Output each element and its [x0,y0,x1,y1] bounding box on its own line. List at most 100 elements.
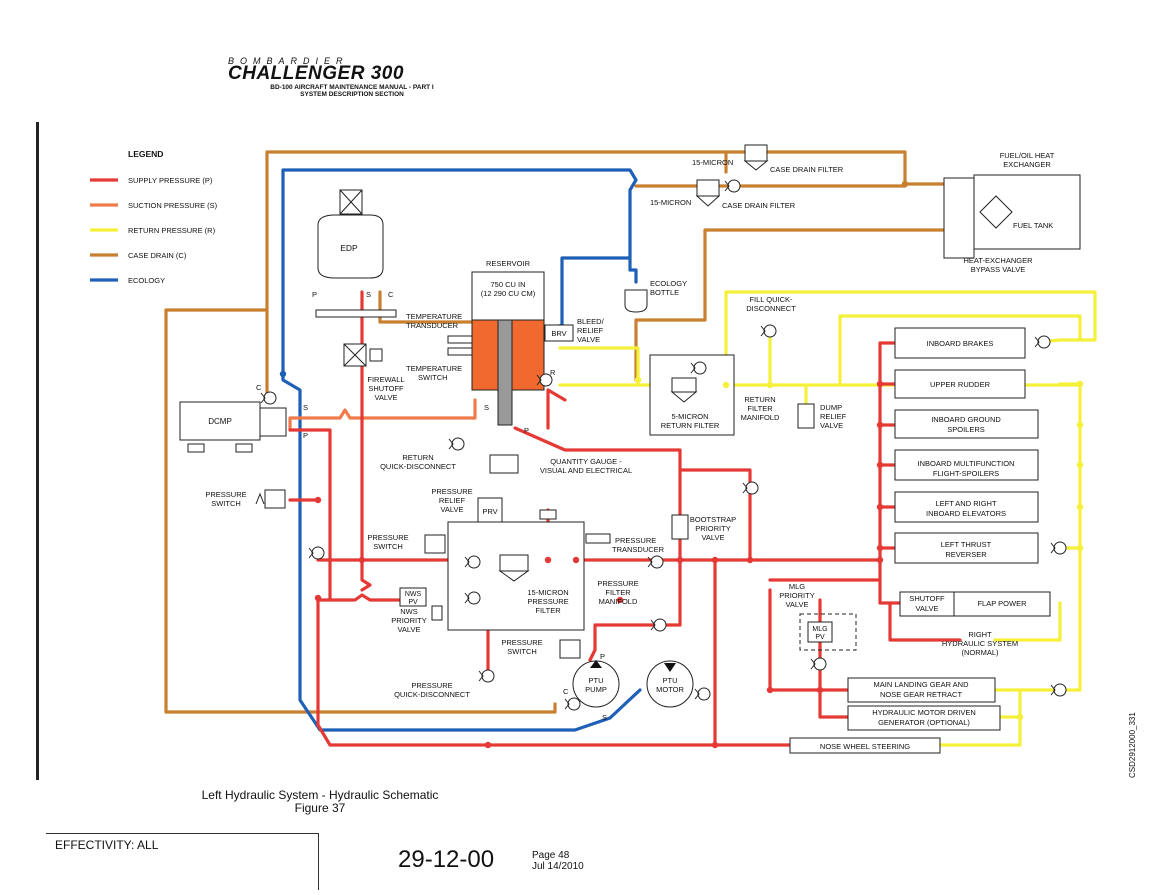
fuel-oil-hx-2: EXCHANGER [1003,160,1051,169]
check-valve-arrow-icon [536,374,542,386]
pressure-transducer-1: PRESSURE [615,536,656,545]
junction-dot [711,556,719,564]
check-valve-arrow-icon [650,619,656,631]
reservoir-cap1: 750 CU IN [490,280,525,289]
dcmp-pump: DCMP [179,401,287,453]
check-valve-arrow-icon [464,592,470,604]
junction-dot [634,376,642,384]
supply-line [288,290,962,747]
mlg-pv-1: MLG [812,626,827,633]
check-valves [260,179,1067,711]
pressure-qd-1: PRESSURE [411,681,452,690]
prv-text-2: RELIEF [439,496,466,505]
junction-dot [676,556,684,564]
landing-gear-1: MAIN LANDING GEAR AND [873,680,969,689]
ptu-pump-2: PUMP [585,685,607,694]
components: EDP RESERVOIR 750 CU IN (12 290 CU CM) B… [179,144,1081,754]
prv-label: PRV [482,507,497,516]
nose-wheel-steering: NOSE WHEEL STEERING [820,742,910,751]
inboard-multifunction-1: INBOARD MULTIFUNCTION [918,459,1015,468]
pressure-switch-3-a: PRESSURE [501,638,542,647]
figure-caption: Left Hydraulic System - Hydraulic Schema… [150,789,490,815]
return-filter-1: 5-MICRON [671,412,708,421]
landing-gear-2: NOSE GEAR RETRACT [880,690,963,699]
legend-label: CASE DRAIN (C) [128,251,187,260]
junction-dot [1076,461,1084,469]
nws-priority-1: NWS [400,607,418,616]
junction-dot [876,544,884,552]
temp-switch-2: SWITCH [418,373,448,382]
flap-power: FLAP POWER [977,599,1027,608]
check-valve-icon [745,481,759,495]
junction-dot [1016,713,1024,721]
mlg-priority-3: VALVE [785,600,808,609]
mlg-pv-2: PV [815,634,825,641]
check-valve-icon [311,546,325,560]
pressure-transducer-2: TRANSDUCER [612,545,665,554]
port-s-dcmp: S [303,403,308,412]
check-valve-arrow-icon [448,438,454,450]
pressure-qd-2: QUICK-DISCONNECT [394,690,470,699]
page-info: Page 48 Jul 14/2010 [532,850,584,872]
check-valve-arrow-icon [694,688,700,700]
pressure-switch-1-b: SWITCH [211,499,241,508]
ecology-bottle-1: ECOLOGY [650,279,687,288]
manual-title: BD-100 AIRCRAFT MAINTENANCE MANUAL - PAR… [222,84,482,98]
junction-dot [876,421,884,429]
return-manifold-1: RETURN [744,395,775,404]
check-valve-icon [467,555,481,569]
junction-dot [901,180,909,188]
effectivity-box: EFFECTIVITY: ALL [46,833,319,890]
shutoff-valve-1: SHUTOFF [909,594,945,603]
check-valve-icon [727,179,741,193]
pf-manifold-3: MANIFOLD [599,597,638,606]
revision-bar [36,122,39,780]
junction-dot [876,380,884,388]
prv-text-3: VALVE [440,505,463,514]
micron-15-a: 15-MICRON [692,158,733,167]
port-p-reservoir: P [524,426,529,435]
pressure-filter-3: FILTER [535,606,561,615]
junction-dot [1076,544,1084,552]
right-system-3: (NORMAL) [961,648,999,657]
reservoir: RESERVOIR 750 CU IN (12 290 CU CM) BRV [447,259,574,474]
junction-dot [766,381,774,389]
ptu-pump: PTU PUMP [572,660,620,708]
legend-label: SUCTION PRESSURE (S) [128,201,218,210]
junction-dot [1076,380,1084,388]
legend: LEGEND SUPPLY PRESSURE (P)SUCTION PRESSU… [90,149,218,285]
aircraft-model: CHALLENGER 300 [228,63,404,84]
firewall-valve-2: SHUTOFF [368,384,404,393]
junction-dot [544,556,552,564]
thrust-reverser-1: LEFT THRUST [941,540,992,549]
check-valve-arrow-icon [647,556,653,568]
case-drain-filter-1-symbol [743,144,769,171]
junction-dot [766,686,774,694]
inboard-multifunction-2: FLIGHT-SPOILERS [933,469,999,478]
schematic-labels: 15-MICRON CASE DRAIN FILTER 15-MICRON CA… [205,151,1054,722]
bootstrap-1: BOOTSTRAP [690,515,736,524]
check-valve-arrow-icon [1034,336,1040,348]
junction-dot [358,556,366,564]
elevators-1: LEFT AND RIGHT [935,499,997,508]
check-valve-arrow-icon [308,547,314,559]
reservoir-cap2: (12 290 CU CM) [481,289,536,298]
junction-dot [876,503,884,511]
thrust-reverser-2: REVERSER [945,550,987,559]
nws-pv-2: PV [408,599,418,606]
heat-exchanger [943,174,1081,259]
port-s-edp: S [366,290,371,299]
pressure-filter-2: PRESSURE [527,597,568,606]
pressure-switch-3-b: SWITCH [507,647,537,656]
return-qd-1: RETURN [402,453,433,462]
dump-relief-2: RELIEF [820,412,847,421]
mlg-priority-1: MLG [789,582,805,591]
reservoir-label: RESERVOIR [486,259,531,268]
pressure-switch-3-symbol [559,639,581,659]
port-c-edp: C [388,290,394,299]
temp-switch-1: TEMPERATURE [406,364,462,373]
junction-dot [314,594,322,602]
dump-relief-1: DUMP [820,403,842,412]
junction-dot [279,370,287,378]
